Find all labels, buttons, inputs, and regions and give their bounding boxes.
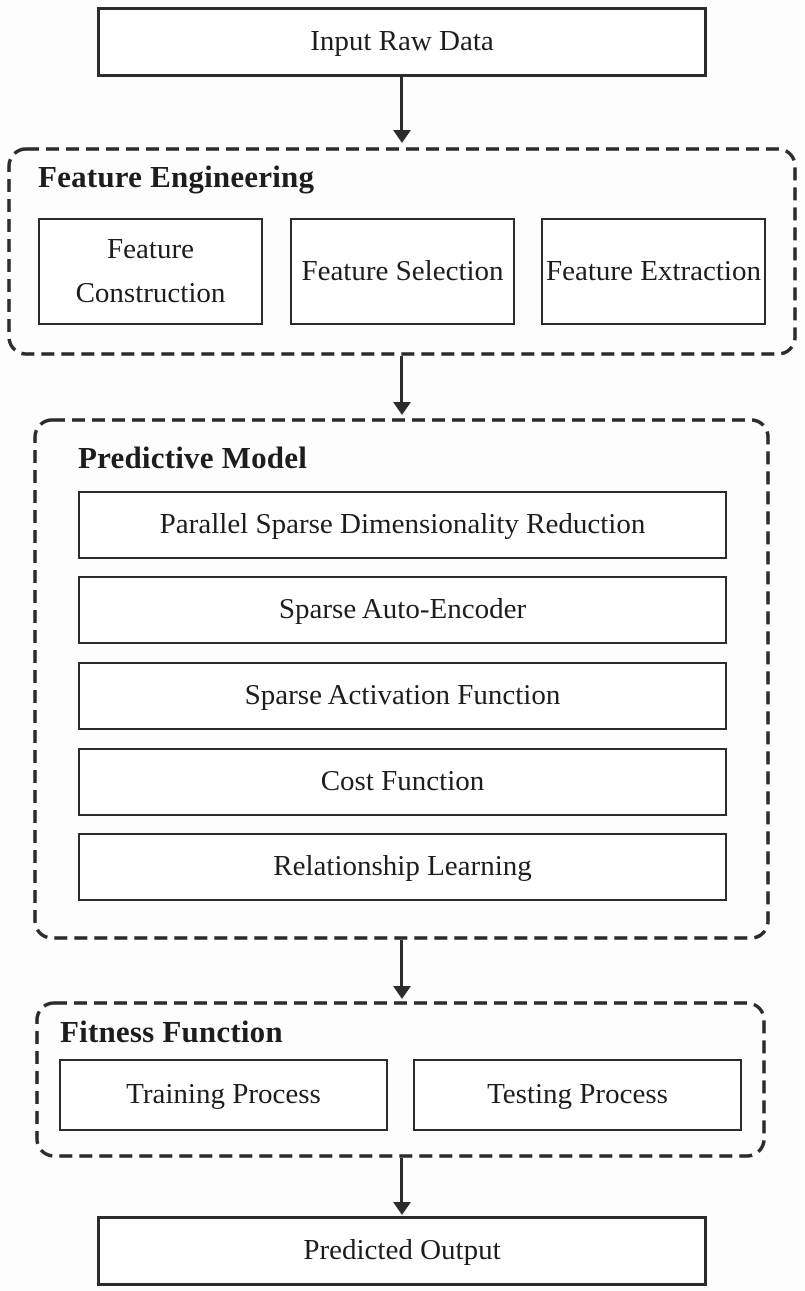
down-arrow-icon (400, 77, 403, 130)
cost-function-label: Cost Function (320, 765, 485, 798)
down-arrow-icon (400, 940, 403, 986)
sparse-auto-encoder-box: Sparse Auto-Encoder (78, 576, 727, 644)
fitness-function-dashed-border (35, 1001, 766, 1158)
predictive-model-title: Predictive Model (78, 440, 308, 475)
input-raw-data-label: Input Raw Data (310, 25, 494, 58)
sparse-activation-function-box: Sparse Activation Function (78, 662, 727, 730)
input-raw-data-box: Input Raw Data (97, 7, 707, 77)
parallel-sparse-dimensionality-reduction-label: Parallel Sparse Dimensionality Reduction (159, 508, 646, 541)
parallel-sparse-dimensionality-reduction-box: Parallel Sparse Dimensionality Reduction (78, 491, 727, 559)
fitness-function-group: Fitness Function Training Process Testin… (35, 1001, 766, 1158)
testing-process-label: Testing Process (487, 1078, 668, 1111)
feature-selection-label: Feature Selection (301, 254, 504, 287)
testing-process-box: Testing Process (413, 1059, 742, 1131)
feature-engineering-dashed-border (7, 147, 797, 356)
predicted-output-label: Predicted Output (303, 1234, 501, 1267)
predictive-model-group: Predictive Model Parallel Sparse Dimensi… (33, 418, 770, 940)
training-process-label: Training Process (126, 1078, 321, 1111)
relationship-learning-box: Relationship Learning (78, 833, 727, 901)
predictive-model-dashed-border (33, 418, 770, 940)
feature-extraction-label: Feature Extraction (546, 254, 761, 287)
down-arrow-icon (400, 356, 403, 402)
feature-construction-label: Feature Construction (75, 233, 226, 309)
sparse-activation-function-label: Sparse Activation Function (244, 679, 561, 712)
training-process-box: Training Process (59, 1059, 388, 1131)
feature-selection-box: Feature Selection (290, 218, 515, 325)
feature-engineering-group: Feature Engineering Feature Construction… (7, 147, 797, 356)
feature-engineering-title: Feature Engineering (38, 159, 315, 194)
feature-construction-box: Feature Construction (38, 218, 263, 325)
feature-extraction-box: Feature Extraction (541, 218, 766, 325)
down-arrow-icon (400, 1158, 403, 1202)
cost-function-box: Cost Function (78, 748, 727, 816)
predicted-output-box: Predicted Output (97, 1216, 707, 1286)
relationship-learning-label: Relationship Learning (273, 850, 532, 883)
sparse-auto-encoder-label: Sparse Auto-Encoder (278, 593, 527, 626)
fitness-function-title: Fitness Function (60, 1014, 283, 1049)
